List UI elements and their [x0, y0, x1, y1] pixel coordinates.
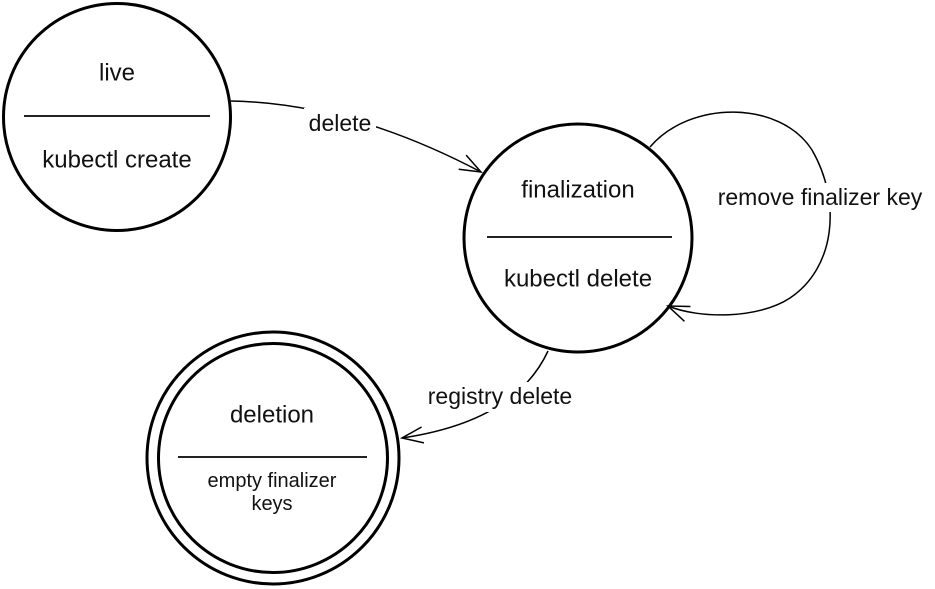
- edge-delete: delete: [230, 100, 481, 172]
- state-finalization-title: finalization: [521, 177, 634, 204]
- state-deletion-subtitle-line1: empty finalizer: [208, 470, 337, 492]
- edge-delete-label: delete: [309, 110, 372, 136]
- state-deletion-title: deletion: [230, 402, 314, 429]
- state-deletion-inner-circle: [157, 342, 389, 574]
- edge-remove-finalizer-key-label-bg: [708, 183, 932, 212]
- edge-registry-delete-label-bg: [429, 382, 571, 412]
- edge-remove-finalizer-key-path: [649, 111, 831, 315]
- edge-registry-delete-label: registry delete: [428, 383, 572, 409]
- edge-remove-finalizer-key-label: remove finalizer key: [718, 184, 923, 210]
- state-deletion: deletion empty finalizer keys: [145, 330, 401, 586]
- edge-remove-finalizer-key: remove finalizer key: [649, 111, 932, 315]
- state-live: live kubectl create: [2, 2, 232, 232]
- edge-registry-delete: registry delete: [402, 350, 572, 438]
- state-live-title: live: [99, 60, 135, 87]
- state-finalization: finalization kubectl delete: [462, 122, 694, 354]
- state-deletion-subtitle-line2: keys: [251, 493, 292, 515]
- state-finalization-subtitle: kubectl delete: [504, 266, 652, 293]
- state-live-subtitle: kubectl create: [42, 147, 191, 174]
- edge-delete-label-bg: [304, 108, 376, 137]
